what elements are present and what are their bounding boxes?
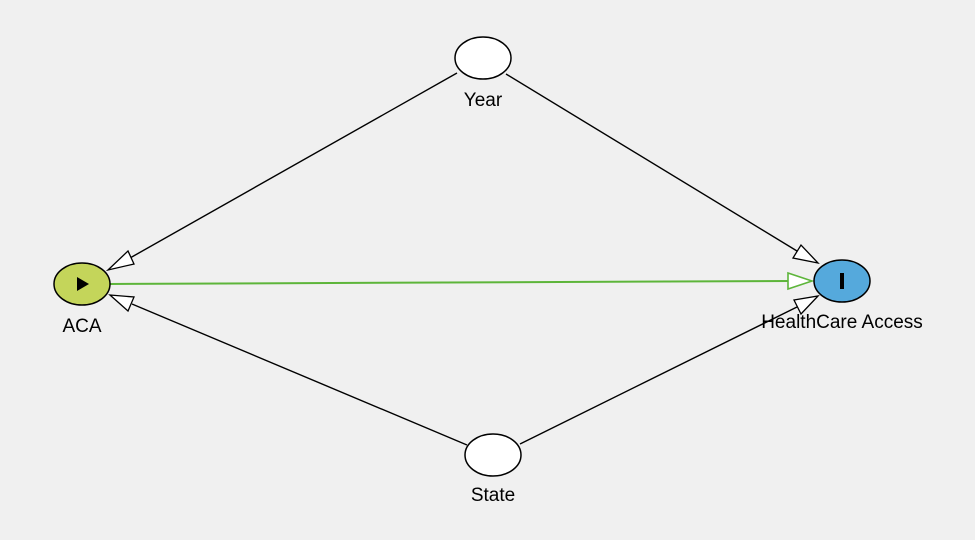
- arrowhead-state-healthcare: [793, 295, 820, 316]
- edge-year-aca: [129, 72, 458, 259]
- node-healthcare-label: HealthCare Access: [761, 312, 923, 333]
- bar-icon: [840, 273, 844, 289]
- node-state[interactable]: [464, 433, 522, 477]
- node-aca-label: ACA: [62, 316, 102, 337]
- edge-state-aca: [131, 303, 468, 446]
- node-state-ellipse[interactable]: [464, 433, 522, 477]
- arrowhead-aca-healthcare: [787, 271, 815, 291]
- edge-aca-healthcare: [109, 280, 791, 285]
- edge-year-healthcare: [505, 73, 798, 252]
- arrowhead-state-aca: [108, 294, 135, 313]
- node-state-label: State: [470, 485, 516, 506]
- node-year-label: Year: [463, 90, 503, 111]
- arrowhead-year-aca: [105, 249, 135, 272]
- edge-state-healthcare: [519, 306, 798, 445]
- node-year[interactable]: [454, 36, 512, 80]
- node-aca[interactable]: [53, 262, 111, 306]
- node-healthcare[interactable]: [813, 259, 871, 303]
- node-year-ellipse[interactable]: [454, 36, 512, 80]
- edges: [105, 72, 820, 446]
- play-icon: [77, 277, 89, 291]
- arrowhead-year-healthcare: [791, 243, 820, 265]
